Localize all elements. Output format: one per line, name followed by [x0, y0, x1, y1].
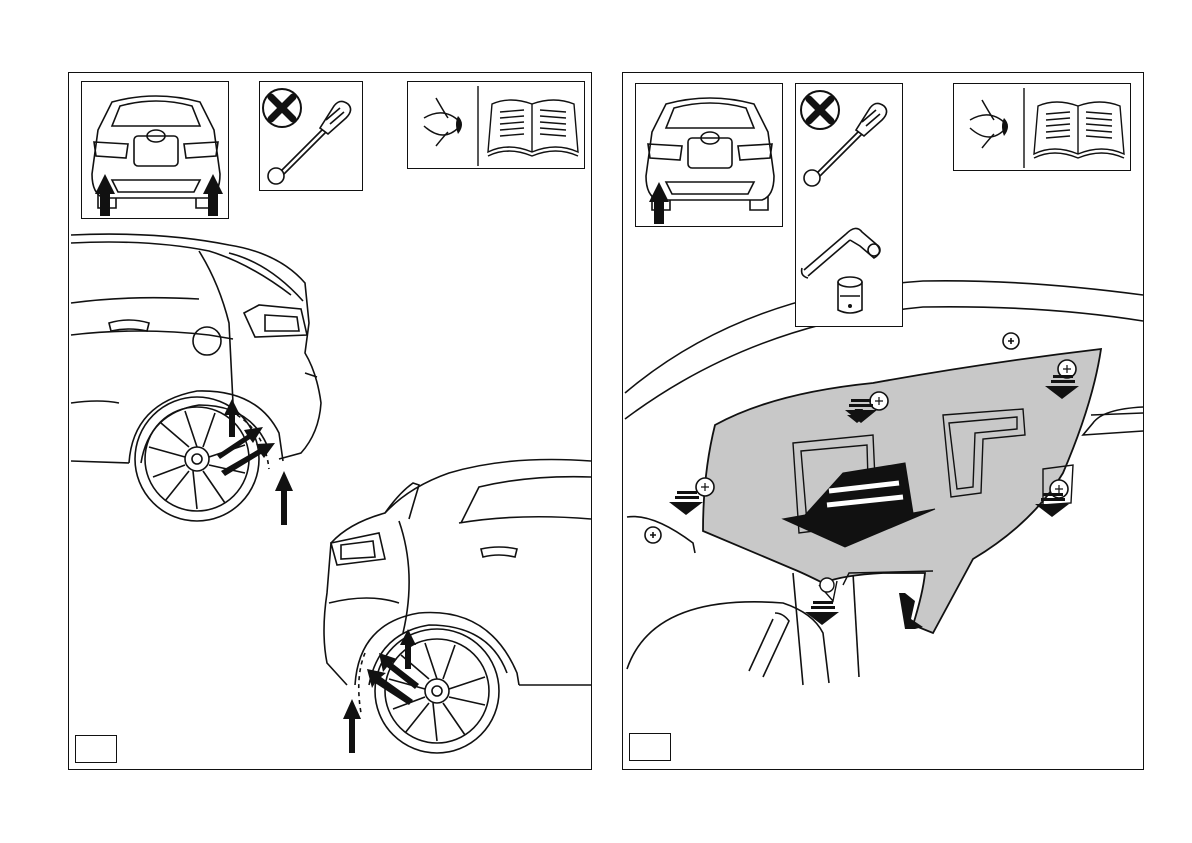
left-panel [68, 72, 592, 770]
rear-car-view-icon [635, 83, 783, 227]
socket-wrench-icon [802, 228, 880, 278]
view-manual-icon [953, 83, 1131, 171]
step-number-box [629, 733, 671, 761]
eye-icon [970, 100, 1006, 148]
manual-book-icon [1034, 102, 1124, 158]
right-panel [622, 72, 1144, 770]
tools-icon [795, 83, 903, 327]
rear-wheel-arch-illustration [69, 73, 593, 771]
step-number-box [75, 735, 117, 763]
